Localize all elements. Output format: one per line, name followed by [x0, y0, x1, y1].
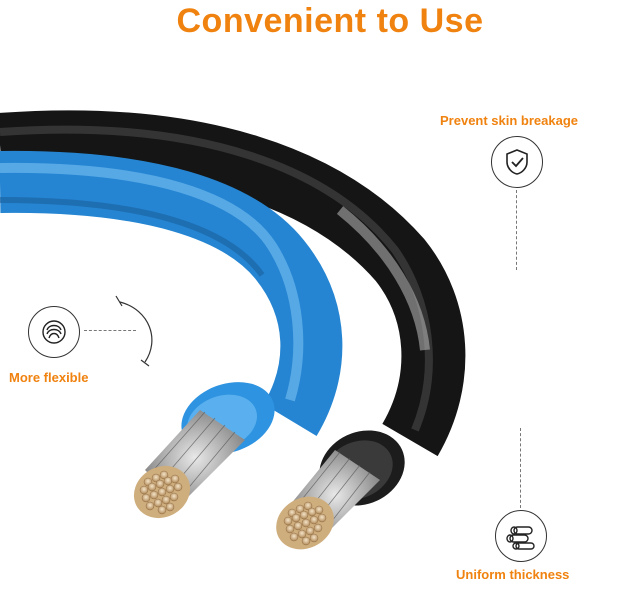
- prevent-connector-line: [516, 190, 517, 270]
- shield-check-icon: [491, 136, 543, 188]
- flexible-coil-icon: [28, 306, 80, 358]
- black-cable: [0, 110, 466, 457]
- more-flexible-label: More flexible: [9, 370, 89, 385]
- prevent-skin-breakage-label: Prevent skin breakage: [440, 113, 579, 128]
- uniform-thickness-label: Uniform thickness: [456, 567, 570, 582]
- uniform-connector-line: [520, 428, 521, 508]
- flex-arc: [119, 301, 153, 363]
- flexible-connector-line: [84, 330, 136, 331]
- page-title: Convenient to Use: [176, 2, 484, 40]
- cylinders-icon: [495, 510, 547, 562]
